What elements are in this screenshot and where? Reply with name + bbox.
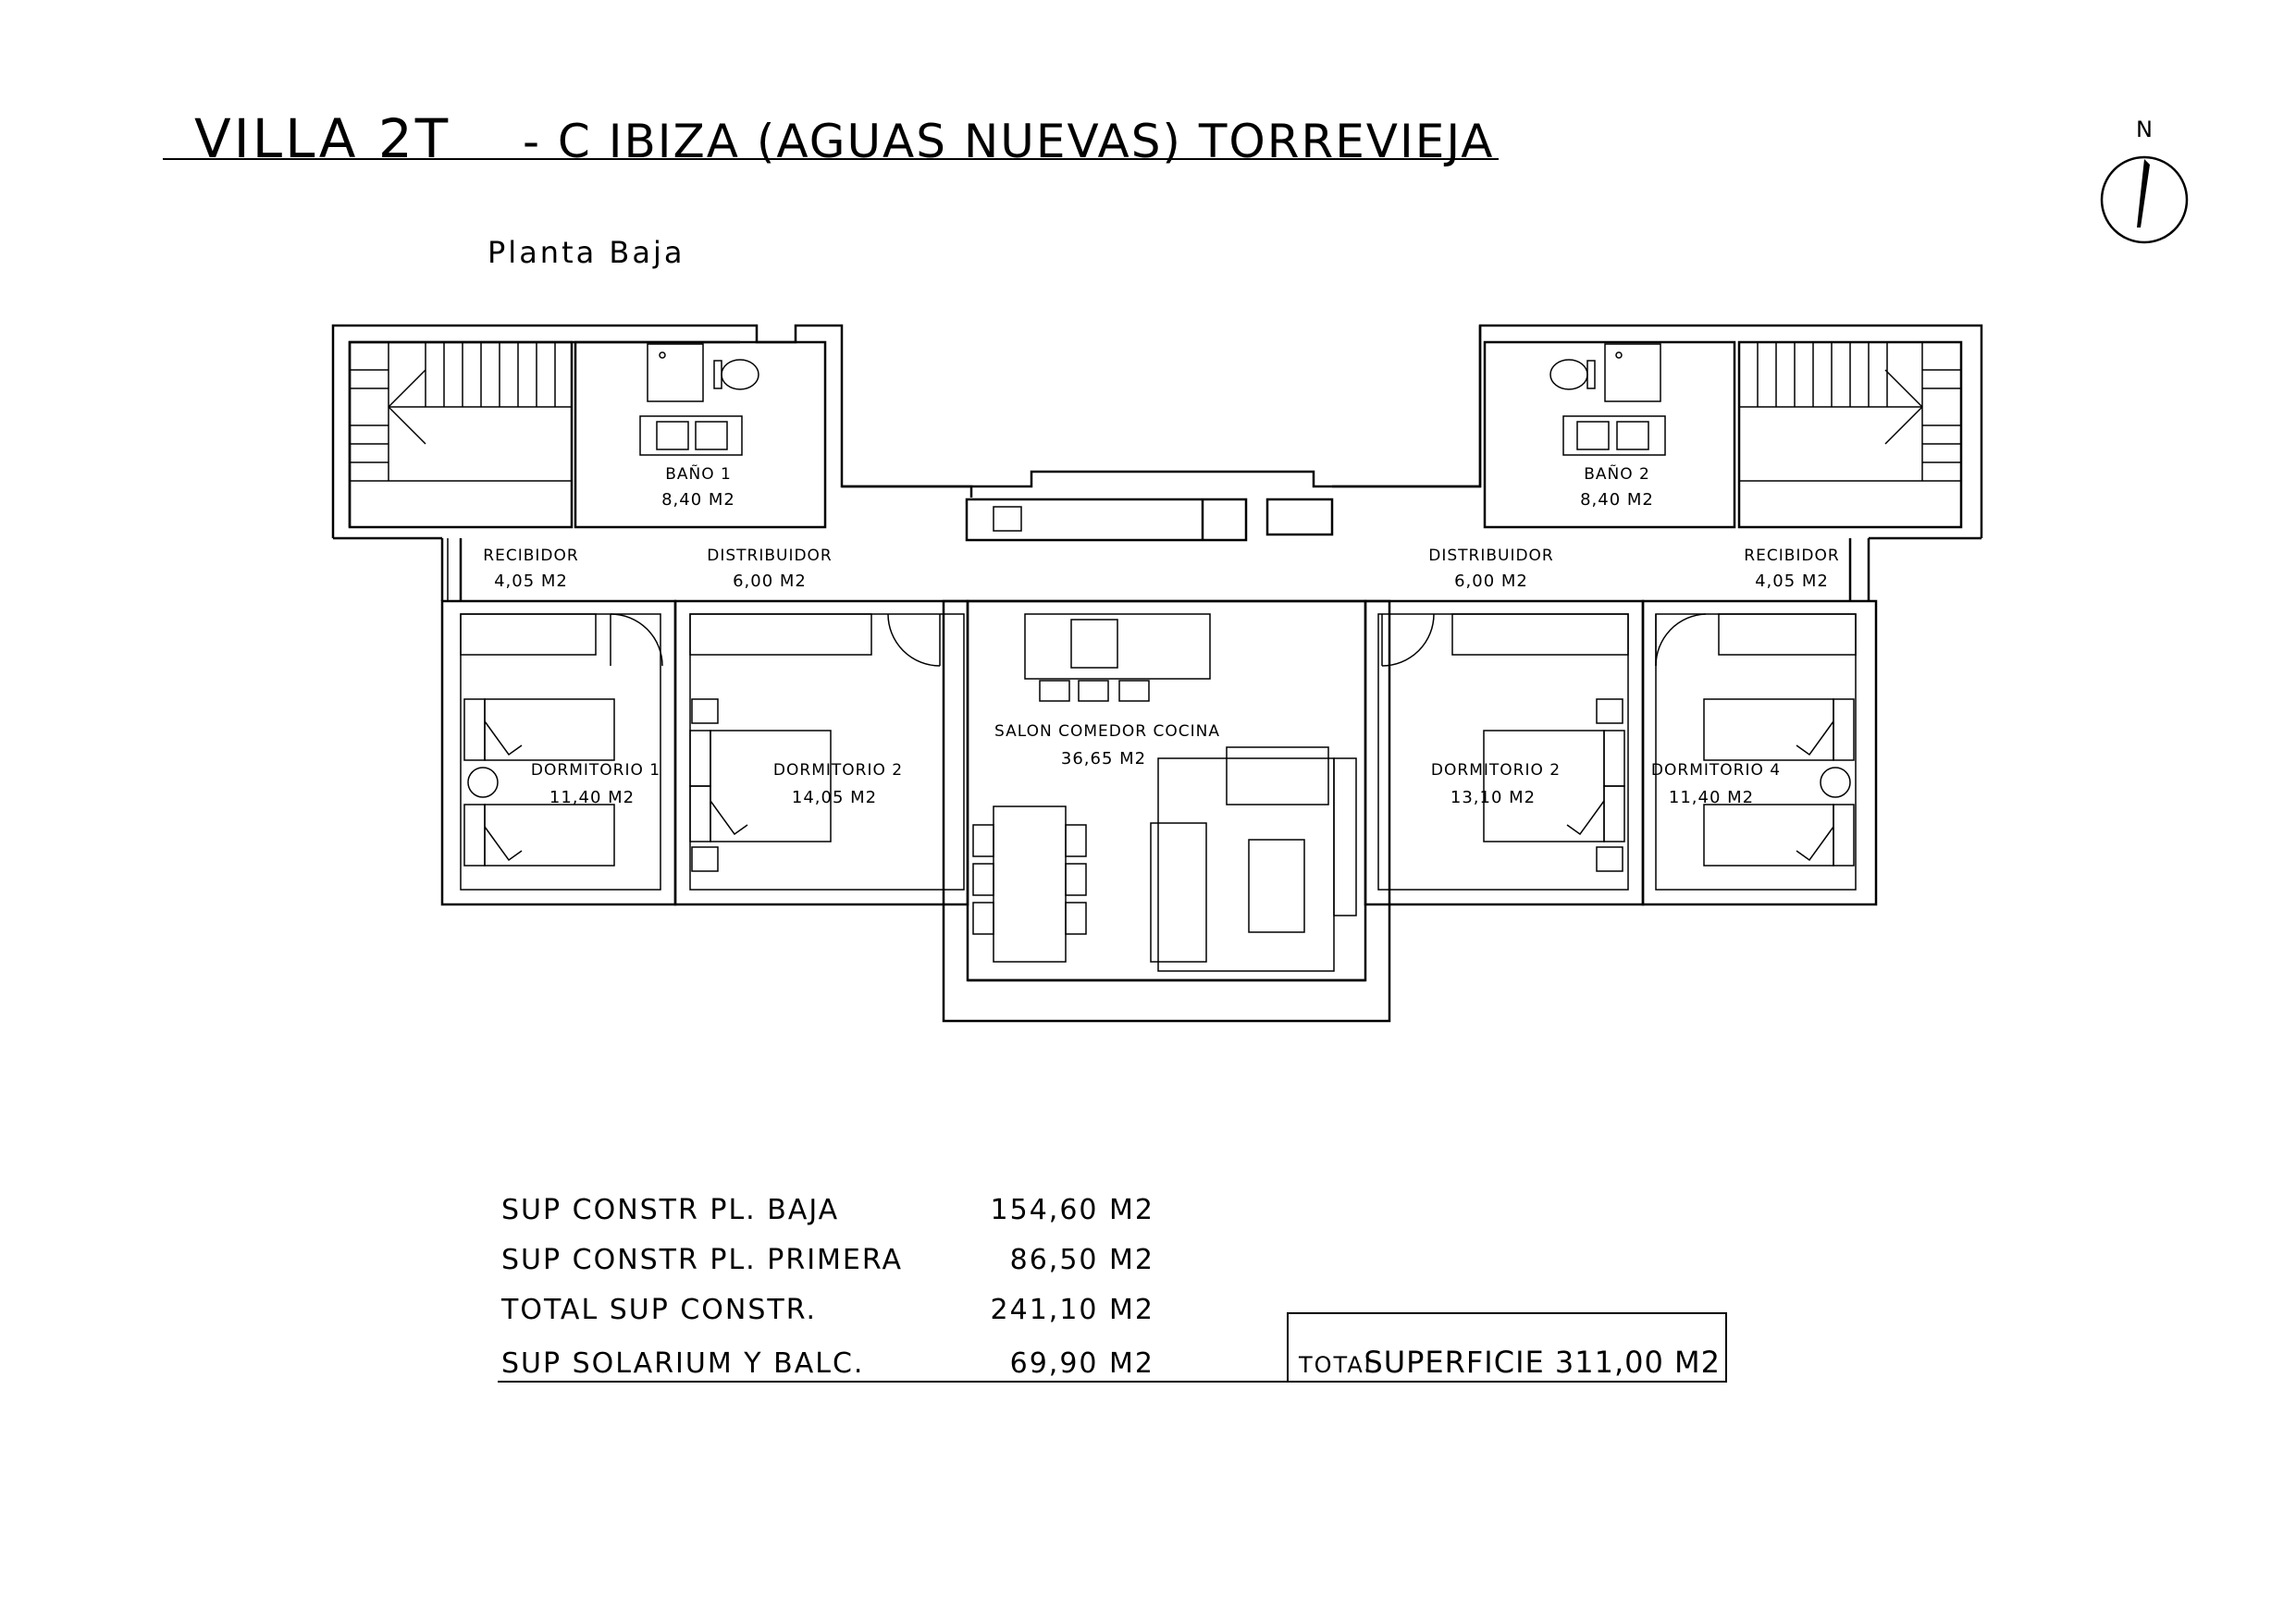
surface-row-value: 154,60 M2: [991, 1194, 1154, 1226]
room-distribuidor-right-area: 6,00 M2: [1454, 572, 1528, 591]
room-bano2-name: BAÑO 2: [1584, 463, 1650, 484]
room-recibidor-left-name: RECIBIDOR: [483, 547, 578, 565]
room-distribuidor-right-name: DISTRIBUIDOR: [1428, 547, 1554, 565]
left-staircase: [349, 341, 573, 482]
room-bano1-area: 8,40 M2: [661, 490, 735, 510]
dormitorio2-right-walls: [1364, 599, 1645, 906]
room-distribuidor-left-name: DISTRIBUIDOR: [707, 547, 833, 565]
surface-row-value: 86,50 M2: [1010, 1244, 1154, 1276]
floor-label: Planta Baja: [488, 235, 685, 270]
central-hall-walls: [842, 324, 1573, 542]
bano1-fixtures: [639, 343, 759, 456]
total-surface-prefix: TOTAL: [1298, 1352, 1378, 1378]
room-distribuidor-left-area: 6,00 M2: [733, 572, 807, 591]
room-bano1-name: BAÑO 1: [665, 463, 732, 484]
left-entry-door: [441, 538, 449, 601]
room-recibidor-left-area: 4,05 M2: [494, 572, 568, 591]
room-recibidor-right-area: 4,05 M2: [1755, 572, 1829, 591]
room-salon-name: SALON COMEDOR COCINA: [994, 722, 1220, 741]
room-dormitorio2-right-name: DORMITORIO 2: [1431, 761, 1561, 780]
surface-row-label: SUP SOLARIUM Y BALC.: [501, 1347, 864, 1380]
total-surface-box: [1287, 1312, 1727, 1383]
room-dormitorio2-left-area: 14,05 M2: [792, 788, 877, 807]
salon-walls: [942, 599, 1391, 1023]
surface-row-value: 69,90 M2: [1010, 1347, 1154, 1380]
surface-row-label: SUP CONSTR PL. PRIMERA: [501, 1244, 903, 1276]
room-bano2-area: 8,40 M2: [1580, 490, 1654, 510]
dormitorio4-walls: [1641, 599, 1878, 906]
right-staircase: [1738, 341, 1962, 482]
room-dormitorio1-area: 11,40 M2: [549, 788, 635, 807]
room-dormitorio1-name: DORMITORIO 1: [531, 761, 660, 780]
room-labels: BAÑO 1 8,40 M2 BAÑO 2 8,40 M2 RECIBIDOR …: [483, 463, 1839, 807]
sheet-title-location: - C IBIZA (AGUAS NUEVAS) TORREVIEJA: [523, 115, 1494, 168]
room-dormitorio2-right-area: 13,10 M2: [1450, 788, 1536, 807]
room-recibidor-right-name: RECIBIDOR: [1744, 547, 1839, 565]
total-surface-value: SUPERFICIE 311,00 M2: [1364, 1345, 1721, 1380]
dormitorio2-left-walls: [673, 599, 969, 906]
room-dormitorio2-left-name: DORMITORIO 2: [773, 761, 903, 780]
surface-table: SUP CONSTR PL. BAJA 154,60 M2 SUP CONSTR…: [498, 1194, 1727, 1383]
bano2-fixtures: [1549, 343, 1666, 456]
room-salon-area: 36,65 M2: [1061, 749, 1146, 768]
surface-row-label: TOTAL SUP CONSTR.: [500, 1294, 817, 1326]
north-label: N: [2136, 117, 2153, 142]
north-arrow-icon: N: [2100, 117, 2189, 244]
surface-row-label: SUP CONSTR PL. BAJA: [501, 1194, 839, 1226]
dormitorio1-walls: [440, 599, 677, 906]
floor-plan: [331, 324, 1983, 1023]
room-dormitorio4-name: DORMITORIO 4: [1651, 761, 1781, 780]
room-dormitorio4-area: 11,40 M2: [1669, 788, 1754, 807]
right-wing-walls: [1332, 324, 1983, 601]
left-wing-walls: [331, 324, 973, 601]
sheet-title: VILLA 2T: [194, 107, 451, 170]
surface-row-value: 241,10 M2: [991, 1294, 1154, 1326]
